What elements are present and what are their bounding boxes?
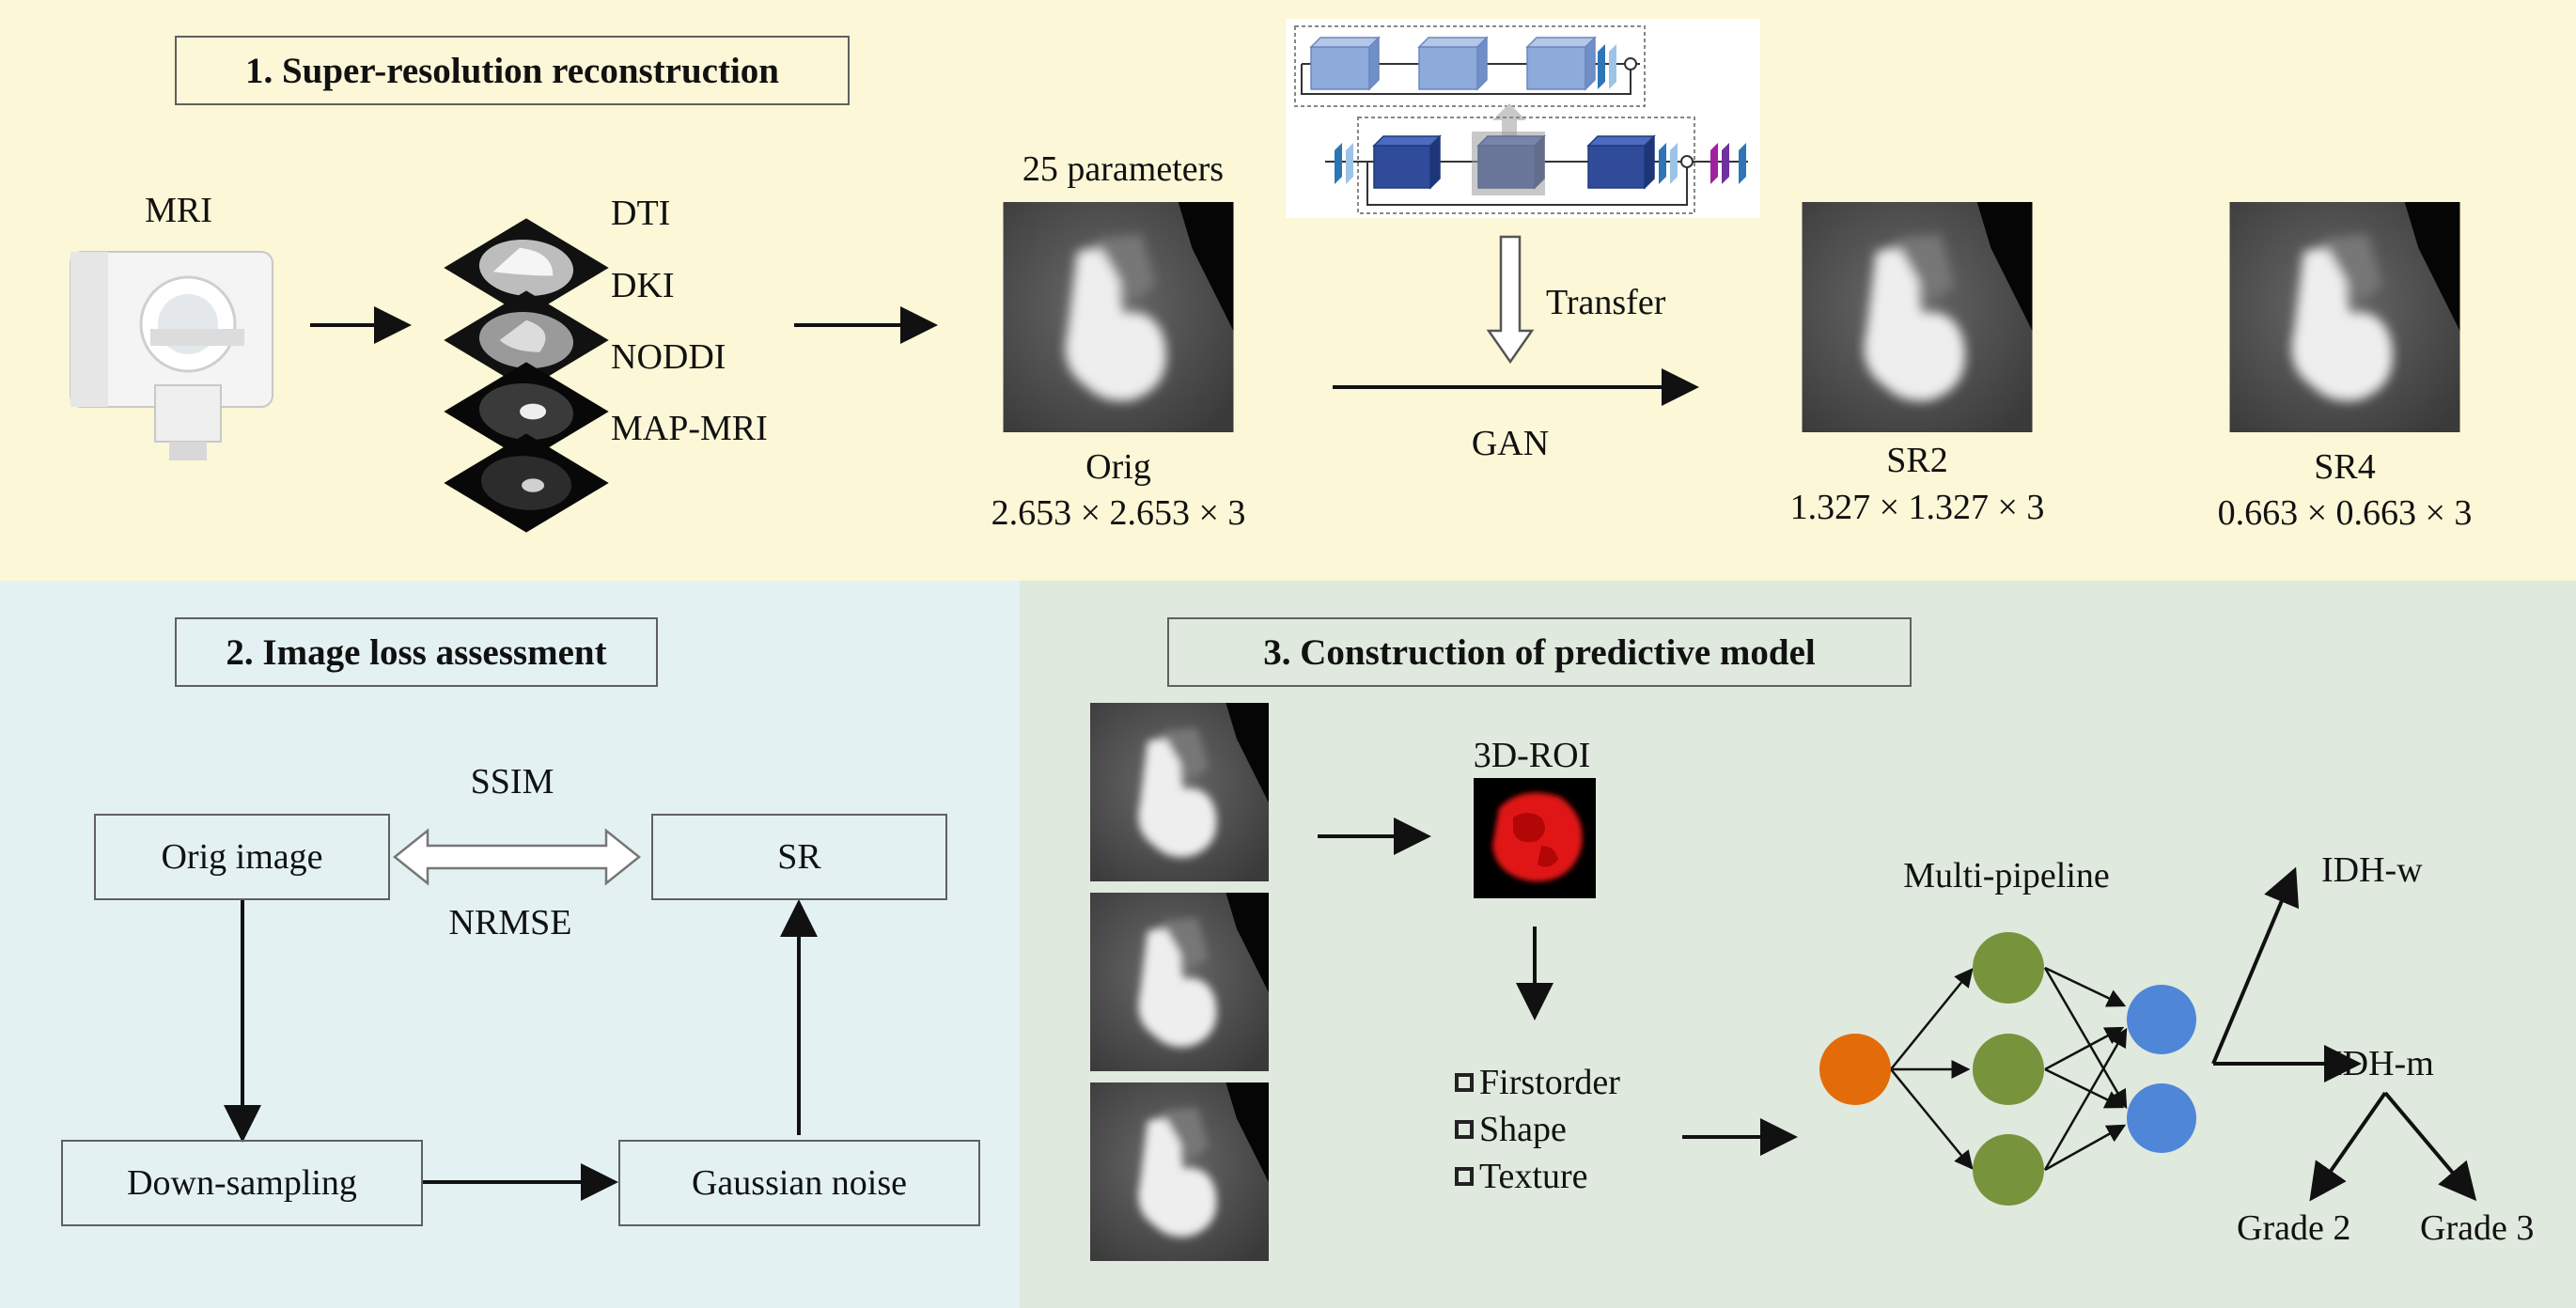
down-sampling-box: Down-sampling: [61, 1140, 423, 1226]
mri-scanner-icon: [70, 251, 273, 460]
modality-dti: DTI: [611, 194, 671, 233]
panel3-brain-image-sr4: [1090, 1082, 1269, 1261]
hidden-node: [1973, 1034, 2044, 1105]
panel2-bg: [0, 581, 1020, 1308]
gan-label: GAN: [1471, 424, 1550, 463]
pipeline-label: Multi-pipeline: [1903, 856, 2110, 895]
sr4-resolution: 0.663 × 0.663 × 3: [2217, 493, 2473, 533]
feature-texture-label: Texture: [1479, 1157, 1588, 1196]
idh-m-label: IDH-m: [2331, 1044, 2434, 1083]
sr2-name: SR2: [1886, 441, 1948, 480]
checkbox-icon: [1455, 1073, 1474, 1093]
feature-shape: Shape: [1455, 1109, 1567, 1150]
roi-3d-image: [1474, 778, 1596, 898]
ssim-label: SSIM: [470, 762, 554, 802]
modality-dki: DKI: [611, 266, 675, 305]
orig-brain-image: [1004, 202, 1234, 432]
modality-noddi: NODDI: [611, 337, 726, 377]
hidden-node: [1973, 1134, 2044, 1206]
output-node: [2127, 985, 2196, 1054]
panel3-title: 3. Construction of predictive model: [1167, 617, 1912, 687]
panel3-brain-image-orig: [1090, 703, 1269, 881]
orig-image-box: Orig image: [94, 814, 390, 900]
multi-pipeline-network: [1819, 932, 2196, 1206]
classification-arrows: [2211, 866, 2477, 1202]
nrmse-label: NRMSE: [448, 903, 572, 942]
input-node: [1819, 1034, 1891, 1105]
feature-texture: Texture: [1455, 1156, 1588, 1197]
gan-network-schematic: [1286, 19, 1760, 218]
orig-name: Orig: [1085, 447, 1151, 487]
hidden-node: [1973, 932, 2044, 1004]
sr4-name: SR4: [2314, 447, 2376, 487]
transfer-label: Transfer: [1546, 283, 1666, 322]
roi-label: 3D-ROI: [1473, 736, 1591, 775]
grade3-label: Grade 3: [2420, 1208, 2535, 1248]
feature-shape-label: Shape: [1479, 1110, 1567, 1149]
checkbox-icon: [1455, 1120, 1474, 1140]
params-label: 25 parameters: [1022, 149, 1225, 189]
sr2-brain-image: [1803, 202, 2033, 432]
mri-label: MRI: [145, 191, 212, 230]
modality-map-mri: MAP-MRI: [611, 409, 768, 448]
panel2-title: 2. Image loss assessment: [175, 617, 658, 687]
grade2-label: Grade 2: [2237, 1208, 2351, 1248]
checkbox-icon: [1455, 1167, 1474, 1187]
output-node: [2127, 1083, 2196, 1153]
sr-box: SR: [651, 814, 947, 900]
sr2-resolution: 1.327 × 1.327 × 3: [1789, 488, 2045, 527]
ssim-nrmse-double-arrow: [392, 828, 642, 886]
sr4-brain-image: [2230, 202, 2460, 432]
panel3-brain-image-sr2: [1090, 893, 1269, 1071]
panel1-title: 1. Super-resolution reconstruction: [175, 36, 850, 105]
idh-w-label: IDH-w: [2321, 850, 2423, 890]
feature-firstorder: Firstorder: [1455, 1062, 1620, 1103]
transfer-arrow: [1486, 235, 1535, 365]
gaussian-noise-box: Gaussian noise: [618, 1140, 980, 1226]
orig-resolution: 2.653 × 2.653 × 3: [991, 493, 1246, 533]
feature-firstorder-label: Firstorder: [1479, 1063, 1620, 1102]
